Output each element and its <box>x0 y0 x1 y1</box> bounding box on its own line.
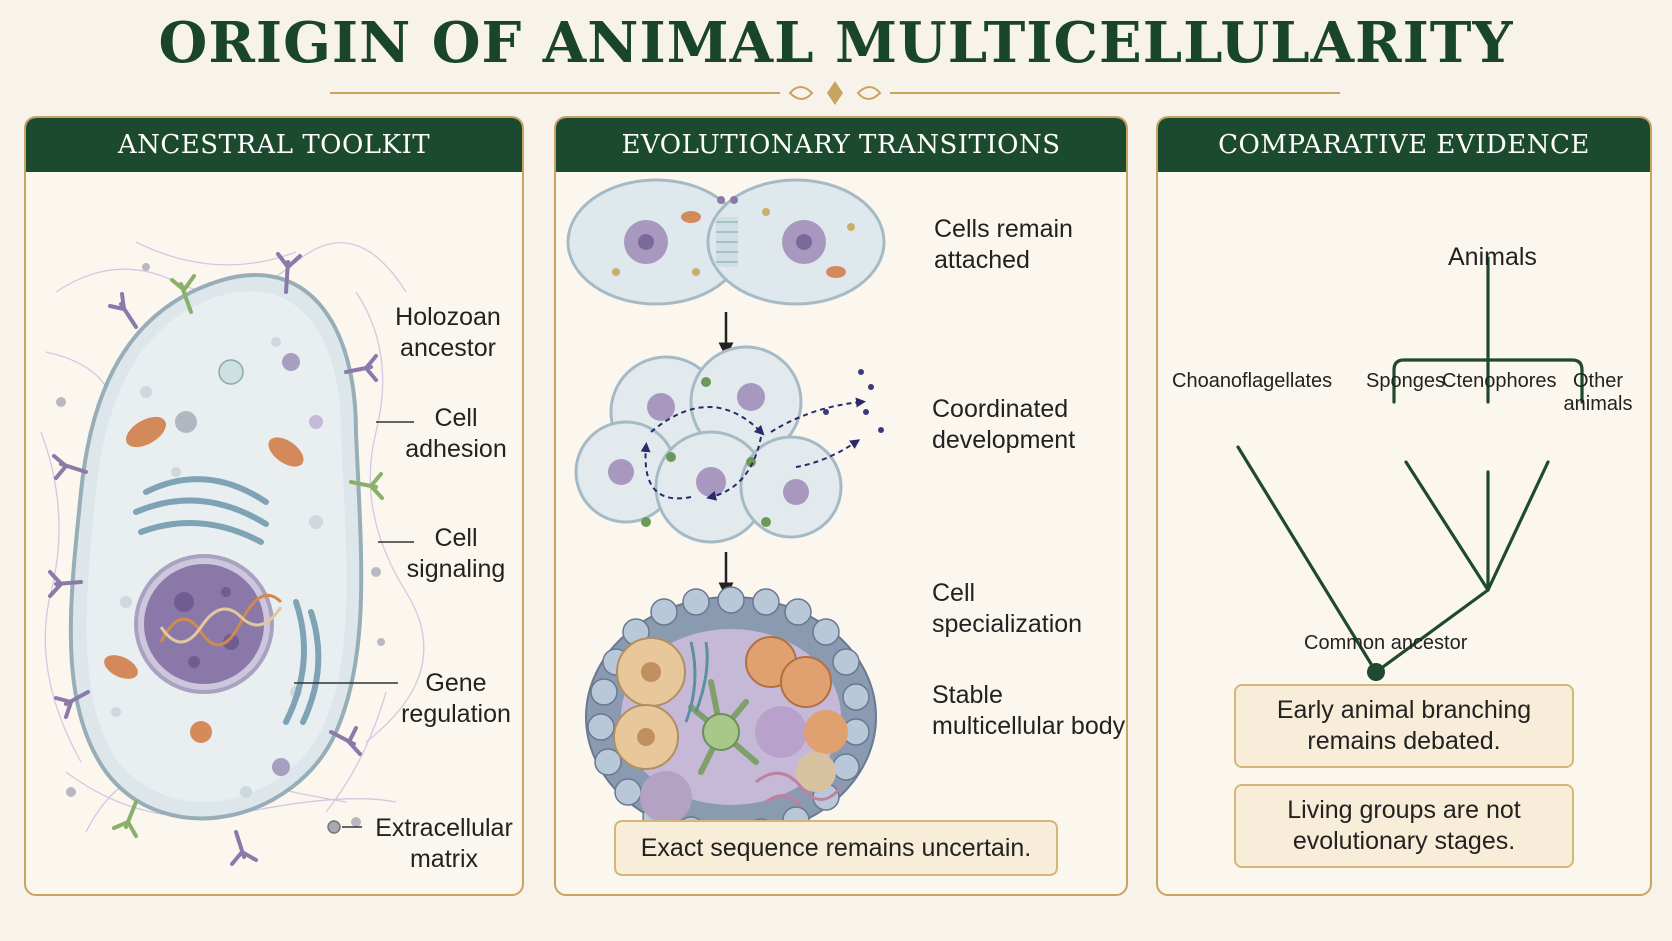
sequence-uncertain-note: Exact sequence remains uncertain. <box>614 820 1058 876</box>
tree-label-common-ancestor: Common ancestor <box>1304 632 1468 654</box>
holozoan-cell-illustration <box>40 241 425 866</box>
common-ancestor-node <box>1367 663 1385 681</box>
panel-comparative-evidence: COMPARATIVE EVIDENCE Animals Choanoflage… <box>1156 116 1652 896</box>
neuron-cell <box>688 679 759 775</box>
transitions-illustration <box>566 178 886 849</box>
page-title: ORIGIN OF ANIMAL MULTICELLULARITY <box>158 10 1514 76</box>
surface-receptors <box>48 252 384 866</box>
tree-label-choanoflagellates: Choanoflagellates <box>1172 370 1333 392</box>
tree-label-ctenophores: Ctenophores <box>1442 370 1557 392</box>
coordinated-cluster <box>574 345 884 544</box>
panel-header: EVOLUTIONARY TRANSITIONS <box>556 118 1126 172</box>
ecm-marker <box>327 820 341 834</box>
panel-ancestral-toolkit: ANCESTRAL TOOLKIT <box>24 116 524 896</box>
tree-label-animals: Animals <box>1448 243 1537 271</box>
er-membranes <box>133 476 322 725</box>
panel-header: COMPARATIVE EVIDENCE <box>1158 118 1650 172</box>
tree-label-sponges: Sponges <box>1366 370 1445 392</box>
attached-cells <box>566 178 886 306</box>
leader-lines <box>294 421 414 828</box>
panel-header: ANCESTRAL TOOLKIT <box>26 118 522 172</box>
panel-evolutionary-transitions: EVOLUTIONARY TRANSITIONS <box>554 116 1128 896</box>
mitochondrion <box>126 416 166 448</box>
dna-helix <box>159 593 283 647</box>
title-ornament <box>330 81 1340 105</box>
ecm-particles <box>56 263 385 827</box>
multicellular-body <box>585 586 877 849</box>
phylogenetic-tree <box>1236 256 1584 681</box>
